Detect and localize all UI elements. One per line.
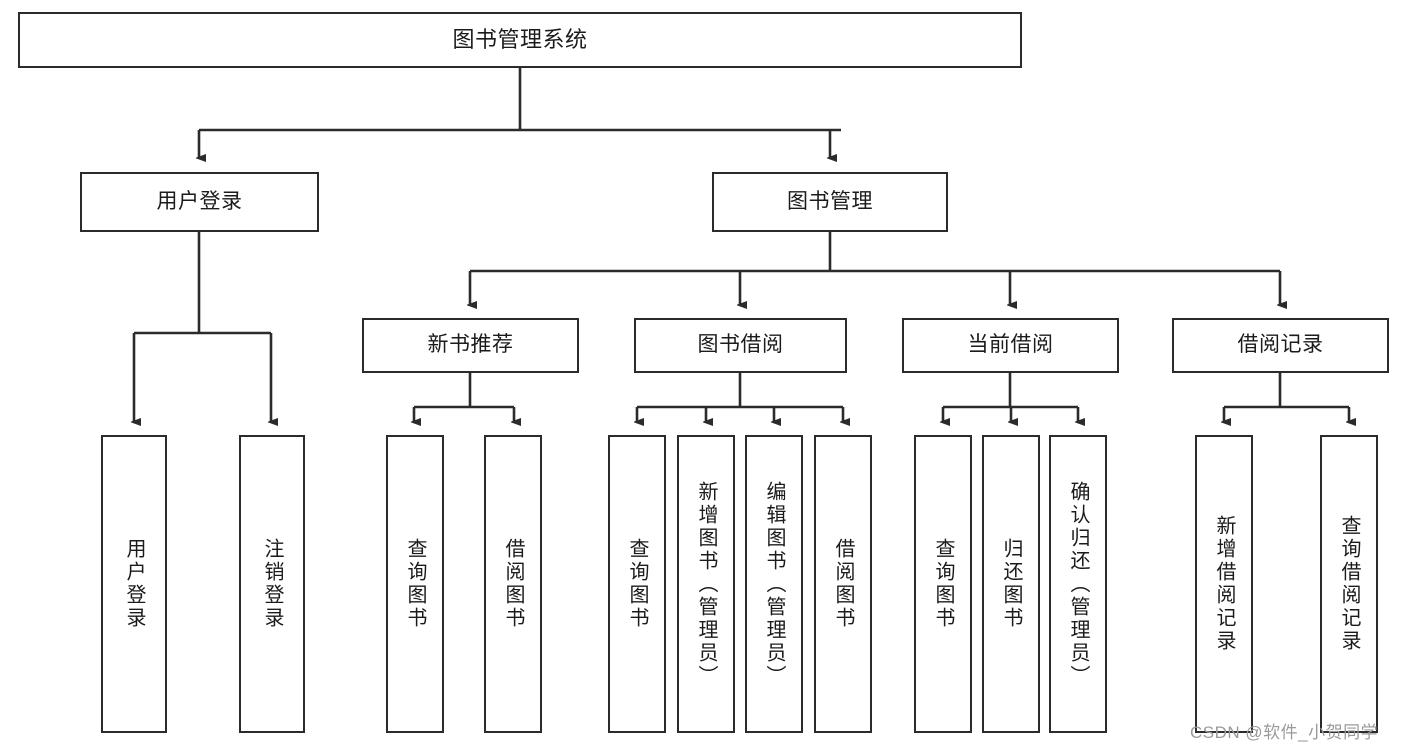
- leaf-edit-book-admin-label: 编辑图书（管理员）: [763, 480, 785, 688]
- leaf-edit-book-admin[interactable]: 编辑图书（管理员）: [745, 435, 803, 733]
- leaf-borrow-book-newbook[interactable]: 借阅图书: [484, 435, 542, 733]
- leaf-user-login-label: 用户登录: [123, 538, 145, 630]
- leaf-borrow-book-label: 借阅图书: [832, 538, 854, 630]
- node-new-book-recommend[interactable]: 新书推荐: [362, 318, 579, 373]
- leaf-query-book-newbook[interactable]: 查询图书: [386, 435, 444, 733]
- leaf-return-book-label: 归还图书: [1000, 538, 1022, 630]
- node-current-borrow[interactable]: 当前借阅: [902, 318, 1119, 373]
- leaf-query-book-newbook-label: 查询图书: [404, 538, 426, 630]
- node-book-management[interactable]: 图书管理: [712, 172, 948, 232]
- node-book-management-label: 图书管理: [787, 189, 873, 213]
- node-user-login-label: 用户登录: [156, 189, 243, 213]
- leaf-borrow-book-newbook-label: 借阅图书: [502, 538, 524, 630]
- leaf-query-book-current-label: 查询图书: [932, 538, 954, 630]
- node-user-login[interactable]: 用户登录: [80, 172, 319, 232]
- leaf-query-book-borrow[interactable]: 查询图书: [608, 435, 666, 733]
- leaf-confirm-return-admin-label: 确认归还（管理员）: [1067, 480, 1089, 688]
- leaf-return-book[interactable]: 归还图书: [982, 435, 1040, 733]
- leaf-add-book-admin[interactable]: 新增图书（管理员）: [677, 435, 735, 733]
- leaf-logout[interactable]: 注销登录: [239, 435, 305, 733]
- node-book-borrow-label: 图书借阅: [697, 333, 784, 357]
- watermark: CSDN @软件_小贺同学: [1190, 723, 1379, 742]
- node-book-borrow[interactable]: 图书借阅: [634, 318, 847, 373]
- leaf-add-borrow-record-label: 新增借阅记录: [1213, 515, 1235, 653]
- leaf-borrow-book[interactable]: 借阅图书: [814, 435, 872, 733]
- leaf-query-book-current[interactable]: 查询图书: [914, 435, 972, 733]
- node-new-book-recommend-label: 新书推荐: [427, 333, 514, 357]
- leaf-query-book-borrow-label: 查询图书: [626, 538, 648, 630]
- node-root[interactable]: 图书管理系统: [18, 12, 1022, 68]
- leaf-query-borrow-record[interactable]: 查询借阅记录: [1320, 435, 1378, 733]
- node-root-label: 图书管理系统: [452, 27, 588, 53]
- leaf-add-book-admin-label: 新增图书（管理员）: [695, 480, 717, 688]
- node-current-borrow-label: 当前借阅: [967, 333, 1054, 357]
- leaf-confirm-return-admin[interactable]: 确认归还（管理员）: [1049, 435, 1107, 733]
- node-borrow-record[interactable]: 借阅记录: [1172, 318, 1389, 373]
- leaf-user-login[interactable]: 用户登录: [101, 435, 167, 733]
- leaf-add-borrow-record[interactable]: 新增借阅记录: [1195, 435, 1253, 733]
- node-borrow-record-label: 借阅记录: [1237, 333, 1324, 357]
- leaf-logout-label: 注销登录: [261, 538, 283, 630]
- leaf-query-borrow-record-label: 查询借阅记录: [1338, 515, 1360, 653]
